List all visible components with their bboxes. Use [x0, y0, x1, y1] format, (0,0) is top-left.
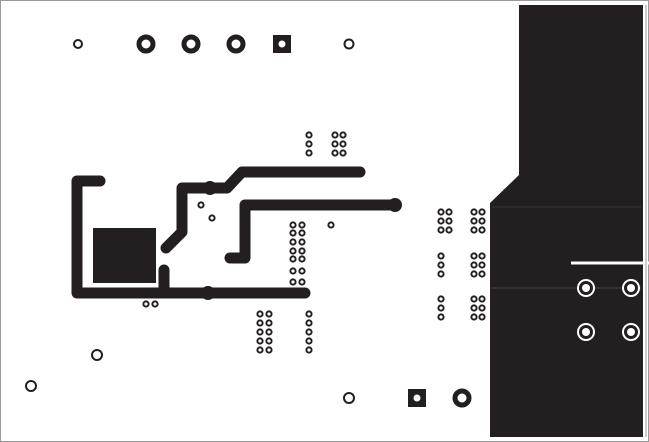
- pad-hole: [582, 328, 590, 336]
- through-hole-pad: [452, 388, 472, 408]
- via: [437, 270, 445, 278]
- via: [339, 131, 347, 139]
- via: [298, 278, 306, 286]
- via: [265, 328, 273, 336]
- vias: [142, 131, 486, 354]
- via: [331, 140, 339, 148]
- through-hole-pad: [226, 34, 246, 54]
- mounting-hole: [25, 380, 37, 392]
- pad-hole: [582, 284, 590, 292]
- via: [470, 252, 478, 260]
- via: [265, 310, 273, 318]
- via: [331, 131, 339, 139]
- via: [151, 300, 159, 308]
- via: [327, 221, 335, 229]
- via: [298, 255, 306, 263]
- via: [289, 267, 297, 275]
- via: [470, 261, 478, 269]
- via: [478, 270, 486, 278]
- via: [289, 255, 297, 263]
- via: [470, 270, 478, 278]
- via: [339, 149, 347, 157]
- via: [256, 337, 264, 345]
- via: [437, 304, 445, 312]
- via: [445, 208, 453, 216]
- via: [289, 238, 297, 246]
- via: [478, 295, 486, 303]
- via: [339, 140, 347, 148]
- trace-via-blob: [201, 286, 215, 300]
- via: [478, 252, 486, 260]
- via: [437, 313, 445, 321]
- via: [298, 238, 306, 246]
- via: [478, 261, 486, 269]
- via: [305, 319, 313, 327]
- pads: [25, 34, 640, 408]
- via: [289, 221, 297, 229]
- via: [437, 208, 445, 216]
- mounting-hole: [91, 349, 103, 361]
- pad-hole: [413, 394, 421, 402]
- through-hole-pad: [181, 34, 201, 54]
- pad-hole: [627, 284, 635, 292]
- via: [305, 140, 313, 148]
- via: [478, 208, 486, 216]
- via: [298, 229, 306, 237]
- via: [256, 310, 264, 318]
- via: [208, 214, 216, 222]
- trace-ground-loop: [71, 175, 311, 299]
- via: [437, 252, 445, 260]
- pad-hole: [627, 328, 635, 336]
- via: [478, 226, 486, 234]
- via: [305, 310, 313, 318]
- via: [298, 221, 306, 229]
- mounting-hole: [343, 392, 355, 404]
- via: [289, 229, 297, 237]
- via: [478, 217, 486, 225]
- via: [478, 313, 486, 321]
- smd-pad-square: [93, 228, 156, 283]
- via: [331, 149, 339, 157]
- via: [265, 337, 273, 345]
- mounting-hole: [343, 38, 355, 50]
- via: [265, 346, 273, 354]
- trace-middle: [224, 199, 401, 264]
- via: [470, 217, 478, 225]
- via: [470, 313, 478, 321]
- via: [445, 226, 453, 234]
- via: [298, 267, 306, 275]
- via: [470, 295, 478, 303]
- via: [305, 131, 313, 139]
- via: [437, 226, 445, 234]
- via: [445, 217, 453, 225]
- via: [256, 346, 264, 354]
- via: [437, 295, 445, 303]
- via: [265, 319, 273, 327]
- trace-via-blob: [203, 181, 217, 195]
- mounting-hole: [73, 39, 83, 49]
- via: [437, 217, 445, 225]
- via: [289, 278, 297, 286]
- via: [305, 328, 313, 336]
- pad-hole: [278, 40, 286, 48]
- copper-pour: [490, 5, 643, 437]
- via: [305, 346, 313, 354]
- via: [197, 201, 205, 209]
- via: [142, 300, 150, 308]
- via: [470, 226, 478, 234]
- via: [289, 247, 297, 255]
- via: [478, 304, 486, 312]
- via: [256, 328, 264, 336]
- via: [470, 304, 478, 312]
- via: [437, 261, 445, 269]
- trace-end-pad: [388, 198, 402, 212]
- via: [305, 337, 313, 345]
- via: [305, 149, 313, 157]
- through-hole-pad: [136, 34, 156, 54]
- via: [470, 208, 478, 216]
- via: [298, 247, 306, 255]
- via: [256, 319, 264, 327]
